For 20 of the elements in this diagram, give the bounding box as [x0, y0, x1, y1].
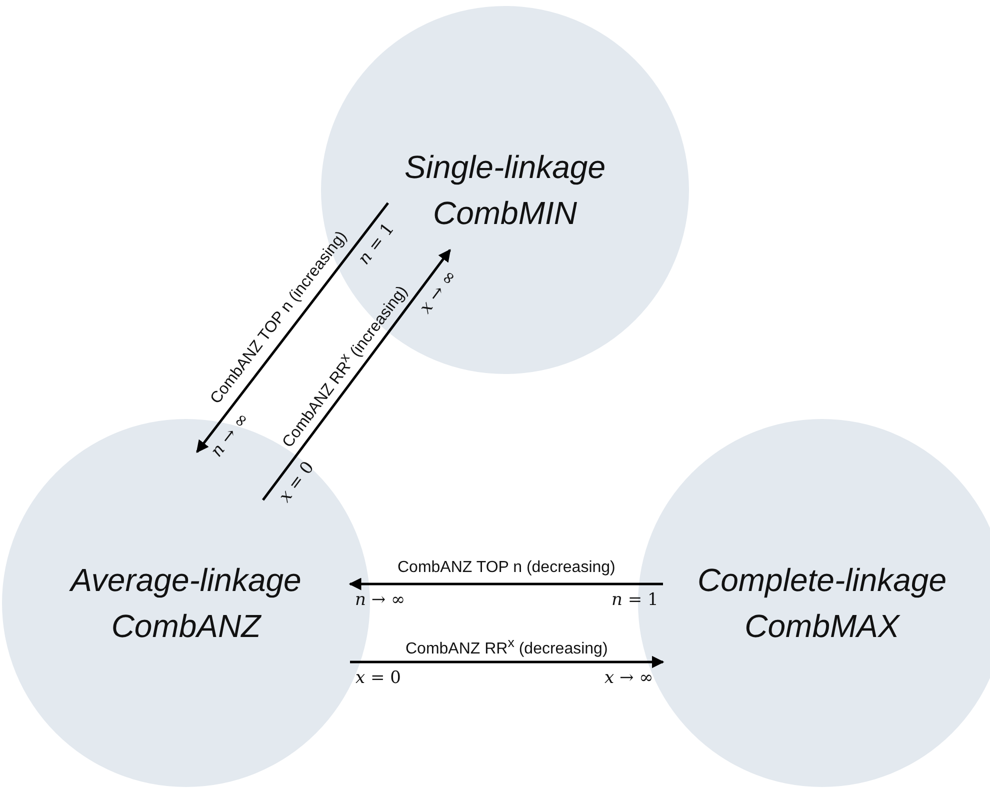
node-label: CombANZ	[111, 607, 261, 646]
node-label: Average-linkage	[70, 561, 302, 600]
node-label: Single-linkage	[404, 148, 606, 187]
end-value-label: n → ∞	[355, 590, 406, 610]
node-label: Complete-linkage	[697, 561, 946, 600]
node-label: CombMAX	[744, 607, 900, 646]
arrow	[350, 656, 664, 668]
end-value-label: x = 0	[356, 668, 401, 688]
end-value-label: n = 1	[354, 220, 398, 270]
edge-label: CombANZ TOP n (decreasing)	[398, 559, 616, 577]
end-value-label: x → ∞	[416, 266, 462, 318]
arrow	[196, 202, 389, 453]
end-value-label: n → ∞	[207, 408, 254, 461]
end-value-label: x = 0	[274, 458, 318, 507]
node-label: CombMIN	[432, 194, 577, 233]
edge-label: CombANZ RR$^{x}$ (decreasing)	[406, 634, 608, 658]
arrow	[262, 249, 451, 501]
arrow	[348, 578, 663, 590]
end-value-label: n = 1	[612, 590, 658, 610]
end-value-label: x → ∞	[604, 668, 654, 688]
